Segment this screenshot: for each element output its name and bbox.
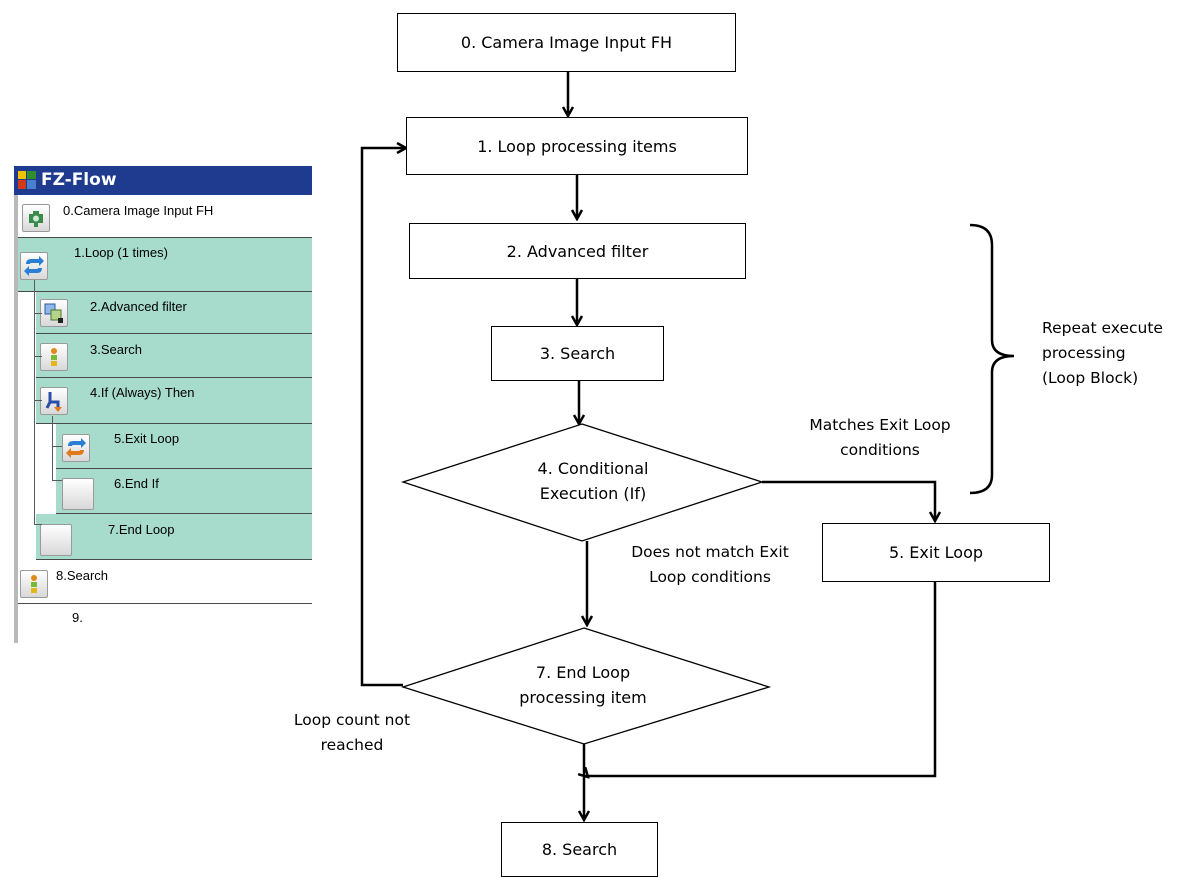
note-line: reached [320, 736, 384, 754]
note-line: processing [1042, 344, 1126, 362]
decision-end-loop-line2: processing item [519, 688, 647, 707]
flow-item-label: 8.Search [56, 568, 109, 583]
note-line: Repeat execute [1042, 319, 1163, 337]
flow-item-loop[interactable]: 1.Loop (1 times) [18, 238, 312, 292]
flow-item-search[interactable]: 3.Search [36, 334, 312, 378]
note-line: Loop conditions [649, 568, 771, 586]
flow-item-label: 6.End If [114, 476, 159, 491]
search-figure-icon[interactable] [20, 570, 48, 598]
branch-icon[interactable] [40, 387, 68, 415]
flow-item-label: 2.Advanced filter [90, 299, 187, 314]
flow-item-if[interactable]: 4.If (Always) Then [36, 378, 312, 424]
tree-line [34, 280, 35, 524]
step-camera-input: 0. Camera Image Input FH [397, 13, 736, 72]
note-line: conditions [840, 441, 920, 459]
app-icon [18, 171, 36, 189]
fz-flow-panel: FZ-Flow 0.Camera Image Input FH 1.Loop (… [14, 166, 312, 643]
note-line: Does not match Exit [631, 543, 789, 561]
tree-line [34, 356, 42, 357]
tree-line [34, 313, 42, 314]
step-search-final: 8. Search [501, 822, 658, 877]
tree-line [34, 400, 42, 401]
decision-if-line1: 4. Conditional [537, 459, 649, 478]
step-advanced-filter: 2. Advanced filter [409, 223, 746, 279]
flow-item-label: 0.Camera Image Input FH [63, 203, 214, 218]
note-line: Loop count not [293, 711, 411, 729]
flow-item-empty[interactable]: 9. [72, 610, 83, 625]
decision-end-loop-label: 7. End Loop processing item [468, 660, 698, 710]
note-line: Matches Exit Loop [809, 416, 951, 434]
list-left-rail [14, 195, 18, 643]
step-loop: 1. Loop processing items [406, 117, 748, 175]
blank-icon[interactable] [62, 478, 94, 510]
note-matches-exit: Matches Exit Loop conditions [782, 413, 978, 463]
flow-item-label: 1.Loop (1 times) [74, 245, 168, 260]
tree-line [52, 480, 62, 481]
step-search: 3. Search [491, 326, 664, 381]
decision-diamond-if [400, 423, 765, 542]
step-exit-loop: 5. Exit Loop [822, 523, 1050, 582]
flow-item-label: 5.Exit Loop [114, 431, 180, 446]
flow-item-camera-input[interactable]: 0.Camera Image Input FH [18, 195, 312, 238]
note-repeat-execute: Repeat execute processing (Loop Block) [1042, 316, 1187, 391]
decision-if-line2: Execution (If) [539, 484, 647, 503]
flow-item-search-2[interactable]: 8.Search [18, 560, 312, 604]
flow-item-end-loop[interactable]: 7.End Loop [36, 514, 312, 560]
tree-line [34, 524, 42, 525]
flow-item-end-if[interactable]: 6.End If [56, 469, 312, 514]
camera-icon[interactable] [22, 204, 50, 232]
flow-item-label: 7.End Loop [108, 522, 175, 537]
filter-icon[interactable] [40, 299, 68, 327]
flow-item-exit-loop[interactable]: 5.Exit Loop [56, 424, 312, 469]
flow-item-label: 3.Search [90, 342, 143, 357]
panel-title: FZ-Flow [41, 170, 117, 190]
panel-title-bar: FZ-Flow [14, 166, 312, 195]
decision-end-loop-line1: 7. End Loop [535, 663, 631, 682]
decision-if-label: 4. Conditional Execution (If) [493, 456, 693, 506]
tree-line [52, 446, 62, 447]
blank-icon[interactable] [40, 524, 72, 556]
note-not-match-exit: Does not match Exit Loop conditions [600, 540, 820, 590]
exit-loop-icon[interactable] [62, 434, 90, 462]
search-figure-icon[interactable] [40, 343, 68, 371]
note-loop-count: Loop count not reached [272, 708, 432, 758]
decision-diamond-end-loop [400, 627, 772, 745]
flow-item-label: 4.If (Always) Then [90, 385, 195, 400]
flow-item-advanced-filter[interactable]: 2.Advanced filter [36, 292, 312, 334]
note-line: (Loop Block) [1042, 369, 1139, 387]
loop-icon[interactable] [20, 252, 48, 280]
tree-line [52, 416, 53, 480]
